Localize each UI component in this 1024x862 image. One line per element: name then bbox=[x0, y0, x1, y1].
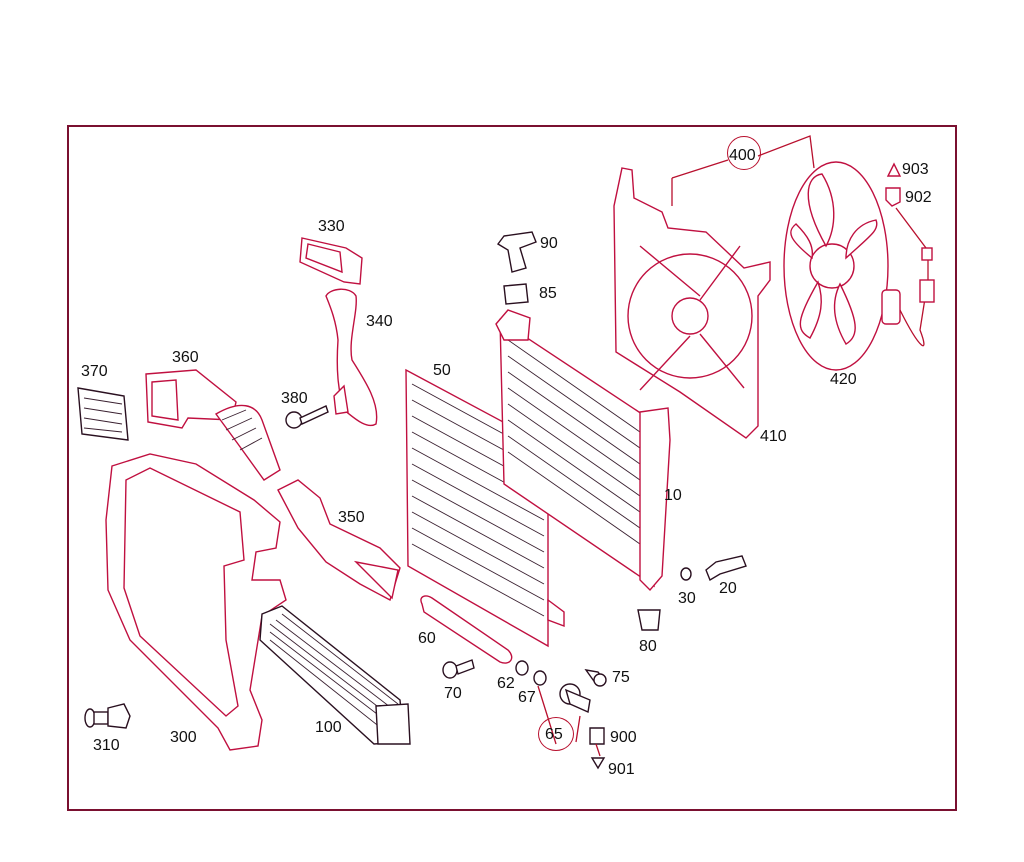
duct-330 bbox=[299, 237, 363, 285]
callout-360[interactable]: 360 bbox=[172, 349, 199, 366]
connector-900 bbox=[589, 727, 605, 745]
o-ring-67 bbox=[533, 670, 547, 686]
fan-shroud-410 bbox=[613, 167, 771, 439]
callout-380[interactable]: 380 bbox=[281, 390, 308, 407]
diagram-frame bbox=[67, 125, 957, 811]
fan-420 bbox=[783, 161, 935, 371]
callout-902[interactable]: 902 bbox=[905, 189, 932, 206]
callout-20[interactable]: 20 bbox=[719, 580, 737, 597]
callout-900[interactable]: 900 bbox=[610, 729, 637, 746]
mount-90 bbox=[496, 231, 537, 273]
callout-90[interactable]: 90 bbox=[540, 235, 558, 252]
radiator-frame-300 bbox=[105, 453, 287, 751]
callout-901[interactable]: 901 bbox=[608, 761, 635, 778]
bolt-70 bbox=[442, 659, 475, 679]
callout-300[interactable]: 300 bbox=[170, 729, 197, 746]
callout-350[interactable]: 350 bbox=[338, 509, 365, 526]
washer-30 bbox=[680, 567, 692, 581]
clip-310 bbox=[84, 703, 131, 729]
callout-50[interactable]: 50 bbox=[433, 362, 451, 379]
callout-80[interactable]: 80 bbox=[639, 638, 657, 655]
grommet-85 bbox=[503, 283, 529, 305]
callout-70[interactable]: 70 bbox=[444, 685, 462, 702]
cap-80 bbox=[637, 609, 661, 631]
callout-903[interactable]: 903 bbox=[902, 161, 929, 178]
hose-340 bbox=[325, 288, 378, 427]
sensor-20 bbox=[705, 555, 747, 582]
callout-410[interactable]: 410 bbox=[760, 428, 787, 445]
clip-901 bbox=[590, 757, 606, 770]
screw-380 bbox=[285, 405, 329, 429]
bolt-75 bbox=[584, 669, 607, 687]
callout-400[interactable]: 400 bbox=[729, 147, 756, 164]
callout-30[interactable]: 30 bbox=[678, 590, 696, 607]
air-duct-360 bbox=[145, 369, 281, 481]
callout-85[interactable]: 85 bbox=[539, 285, 557, 302]
dryer-60 bbox=[420, 595, 513, 664]
callout-ring-65 bbox=[538, 717, 574, 751]
callout-75[interactable]: 75 bbox=[612, 669, 630, 686]
bracket-350 bbox=[277, 479, 401, 602]
callout-ring-400 bbox=[727, 136, 761, 170]
callout-370[interactable]: 370 bbox=[81, 363, 108, 380]
callout-330[interactable]: 330 bbox=[318, 218, 345, 235]
callout-340[interactable]: 340 bbox=[366, 313, 393, 330]
callout-65[interactable]: 65 bbox=[545, 726, 563, 743]
callout-100[interactable]: 100 bbox=[315, 719, 342, 736]
callout-10[interactable]: 10 bbox=[664, 487, 682, 504]
air-grille-370 bbox=[77, 387, 129, 441]
callout-310[interactable]: 310 bbox=[93, 737, 120, 754]
intercooler-100 bbox=[259, 605, 411, 745]
callout-62[interactable]: 62 bbox=[497, 675, 515, 692]
callout-60[interactable]: 60 bbox=[418, 630, 436, 647]
o-ring-62 bbox=[515, 660, 529, 676]
callout-420[interactable]: 420 bbox=[830, 371, 857, 388]
callout-67[interactable]: 67 bbox=[518, 689, 536, 706]
radiator-10 bbox=[495, 309, 671, 592]
